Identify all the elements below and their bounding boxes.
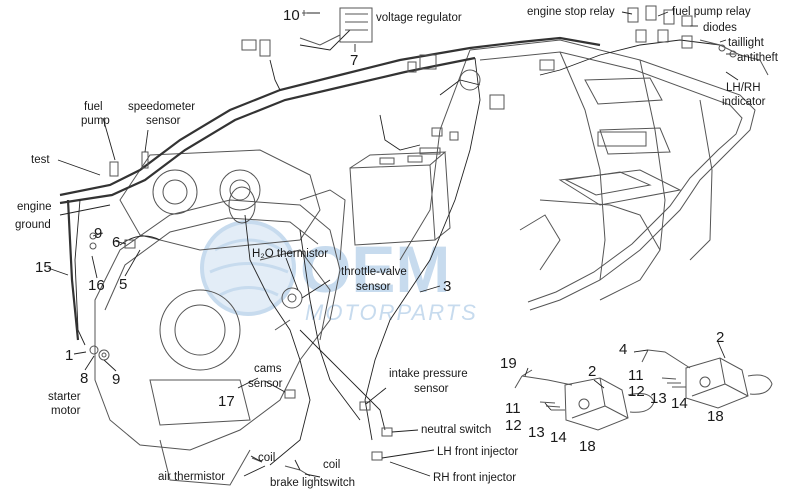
label-fuel-pump-1: fuel [84, 101, 103, 113]
label-air-thermistor: air thermistor [158, 471, 225, 483]
watermark-text: MOTORPARTS [305, 300, 478, 325]
label-engine-ground-2: ground [15, 219, 51, 231]
label-cams-sensor-1: cams [254, 363, 282, 375]
label-coil-a: coil [258, 452, 275, 464]
label-taillight: taillight [728, 37, 765, 49]
callout-9b: 9 [112, 371, 120, 388]
label-diodes: diodes [703, 22, 737, 34]
label-test: test [31, 154, 50, 166]
callout-18a: 18 [579, 438, 596, 455]
label-lh-rh-indicator-1: LH/RH [726, 82, 761, 94]
label-neutral-switch: neutral switch [421, 424, 491, 436]
label-speedometer-sensor-1: speedometer [128, 101, 195, 113]
label-throttle-valve-sensor-2: sensor [356, 281, 391, 293]
callout-1: 1 [65, 347, 73, 364]
label-fuel-pump-relay: fuel pump relay [672, 6, 751, 18]
callout-10: 10 [283, 7, 300, 24]
callout-18b: 18 [707, 408, 724, 425]
watermark: OEM MOTORPARTS [200, 220, 478, 325]
callout-16: 16 [88, 277, 105, 294]
callout-2a: 2 [588, 363, 596, 380]
label-cams-sensor-2: sensor [248, 378, 283, 390]
callout-8: 8 [80, 370, 88, 387]
callout-12a: 12 [505, 417, 522, 434]
frame [399, 39, 756, 311]
label-fuel-pump-2: pump [81, 115, 110, 127]
label-throttle-valve-sensor-1: throttle-valve [341, 266, 407, 278]
label-speedometer-sensor-2: sensor [146, 115, 181, 127]
label-intake-pressure-sensor-2: sensor [414, 383, 449, 395]
engine [94, 149, 346, 486]
voltage-regulator [339, 7, 373, 43]
watermark-logo: OEM [300, 232, 450, 306]
callout-3: 3 [443, 278, 451, 295]
label-brake-lightswitch: brake lightswitch [270, 477, 355, 489]
label-voltage-regulator: voltage regulator [376, 12, 462, 24]
label-starter-motor-2: motor [51, 405, 81, 417]
label-lh-rh-indicator-2: indicator [722, 96, 766, 108]
label-antitheft: antitheft [737, 52, 779, 64]
label-intake-pressure-sensor-1: intake pressure [389, 368, 468, 380]
label-engine-ground-1: engine [17, 201, 52, 213]
ignition-coil-right [641, 349, 773, 409]
callout-14a: 14 [550, 429, 567, 446]
callout-11b: 11 [628, 367, 644, 384]
label-lh-front-injector: LH front injector [437, 446, 518, 458]
callout-13a: 13 [528, 424, 545, 441]
leader-lines [47, 11, 739, 478]
callout-12b: 12 [628, 383, 645, 400]
callout-2b: 2 [716, 329, 724, 346]
callout-14b: 14 [671, 395, 688, 412]
callout-6: 6 [112, 234, 120, 251]
callout-9a: 9 [94, 225, 102, 242]
callout-19: 19 [500, 355, 517, 372]
callout-5: 5 [119, 276, 127, 293]
callout-4: 4 [619, 341, 627, 358]
label-h2o-thermistor: H₂O thermistor [252, 248, 328, 260]
wiring-harness [59, 29, 721, 466]
label-engine-stop-relay: engine stop relay [527, 6, 615, 18]
callout-13b: 13 [650, 390, 667, 407]
label-coil-b: coil [323, 459, 340, 471]
callout-15: 15 [35, 259, 52, 276]
labels: voltage regulator engine stop relay fuel… [15, 6, 779, 489]
callout-numbers: 10 7 9 6 5 16 15 3 1 8 9 17 19 2 11 12 1… [35, 7, 724, 455]
ignition-coil-left [514, 369, 655, 431]
callout-11a: 11 [505, 400, 521, 417]
callout-7: 7 [350, 52, 358, 69]
label-rh-front-injector: RH front injector [433, 472, 516, 484]
callout-17: 17 [218, 393, 235, 410]
label-starter-motor-1: starter [48, 391, 81, 403]
